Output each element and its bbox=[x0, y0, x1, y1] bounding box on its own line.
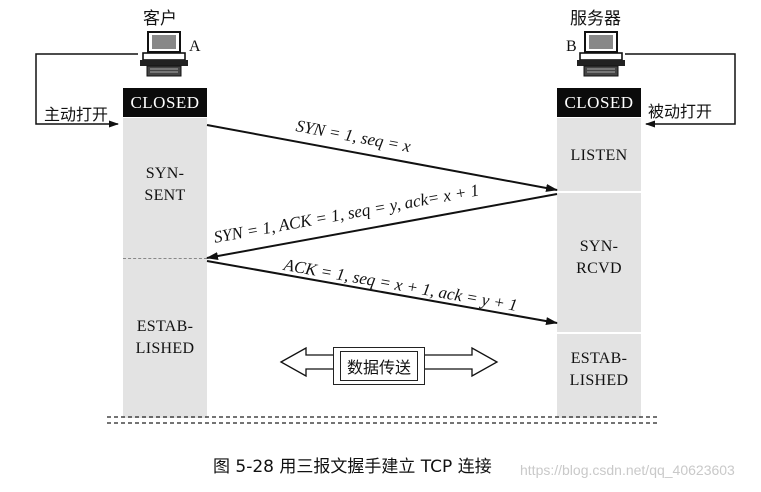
state-line: SENT bbox=[144, 187, 186, 204]
figure-caption: 图 5-28 用三报文握手建立 TCP 连接 bbox=[213, 457, 492, 477]
server-state-established: ESTAB- LISHED bbox=[557, 348, 641, 392]
data-transfer-label: 数据传送 bbox=[340, 351, 419, 381]
state-line: RCVD bbox=[576, 260, 622, 277]
client-state-divider bbox=[123, 258, 207, 259]
server-state-divider bbox=[557, 332, 641, 334]
server-open-loop-arrow bbox=[625, 53, 736, 128]
server-passive-open-label: 被动打开 bbox=[648, 102, 713, 121]
state-line: LISHED bbox=[569, 372, 629, 389]
server-state-syn-rcvd: SYN- RCVD bbox=[557, 236, 641, 280]
syn-ack-arrow bbox=[206, 193, 558, 260]
server-host-label: B bbox=[566, 38, 577, 55]
server-timeline bbox=[557, 118, 641, 418]
watermark: https://blog.csdn.net/qq_40623603 bbox=[520, 462, 735, 478]
ack-arrow bbox=[206, 260, 558, 326]
client-closed-state: CLOSED bbox=[123, 88, 207, 117]
state-line: SYN- bbox=[145, 165, 185, 182]
server-title: 服务器 bbox=[570, 9, 621, 29]
client-active-open-label: 主动打开 bbox=[44, 105, 109, 124]
server-closed-state: CLOSED bbox=[557, 88, 641, 117]
state-line: ESTAB- bbox=[570, 350, 628, 367]
client-host-label: A bbox=[189, 38, 201, 55]
syn-arrow bbox=[206, 124, 558, 192]
server-state-listen: LISTEN bbox=[570, 147, 628, 164]
server-state-divider bbox=[557, 191, 641, 193]
state-line: ESTAB- bbox=[136, 318, 194, 335]
data-transfer-box: 数据传送 bbox=[333, 347, 426, 385]
state-line: LISHED bbox=[135, 340, 195, 357]
client-title: 客户 bbox=[143, 9, 177, 29]
state-line: SYN- bbox=[579, 238, 619, 255]
client-timeline bbox=[123, 118, 207, 418]
client-state-syn-sent: SYN- SENT bbox=[123, 163, 207, 207]
client-computer-icon bbox=[140, 31, 188, 77]
client-open-loop-arrow bbox=[35, 53, 138, 128]
client-state-established: ESTAB- LISHED bbox=[123, 316, 207, 360]
server-computer-icon bbox=[577, 31, 625, 77]
